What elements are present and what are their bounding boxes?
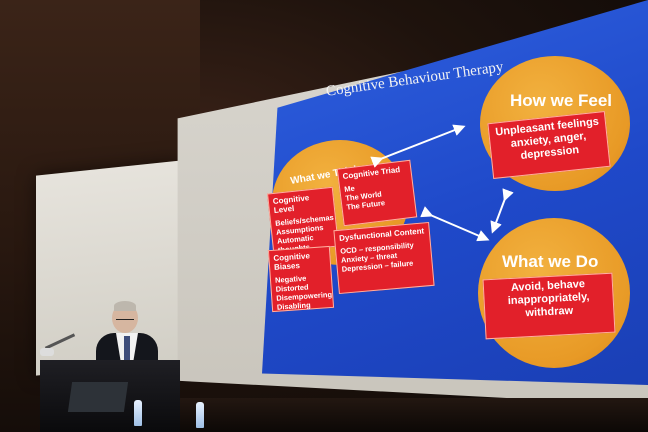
- laptop: [67, 382, 129, 412]
- stage-floor: [168, 398, 648, 432]
- presenter-hair: [114, 301, 136, 311]
- do-box: Avoid, behave inappropriately, withdraw: [482, 272, 616, 340]
- presenter-glasses: [116, 315, 134, 320]
- cognitive-biases-heading: Cognitive Biases: [273, 251, 311, 272]
- podium-lamp: [40, 348, 54, 356]
- cognitive-level-heading: Cognitive Level: [272, 193, 310, 215]
- dysfunctional-content-box: Dysfunctional Content OCD – responsibili…: [333, 221, 435, 295]
- presenter-tie: [124, 336, 130, 372]
- cognitive-level-box: Cognitive Level Beliefs/schemas Assumpti…: [267, 186, 339, 255]
- water-bottle: [134, 400, 142, 426]
- do-title: What we Do: [502, 252, 599, 271]
- cognitive-biases-box: Cognitive Biases Negative Distorted Dise…: [267, 245, 335, 313]
- cognitive-triad-box: Cognitive Triad Me The World The Future: [336, 159, 418, 227]
- feel-title: How we Feel: [510, 91, 613, 110]
- water-bottle: [196, 402, 204, 428]
